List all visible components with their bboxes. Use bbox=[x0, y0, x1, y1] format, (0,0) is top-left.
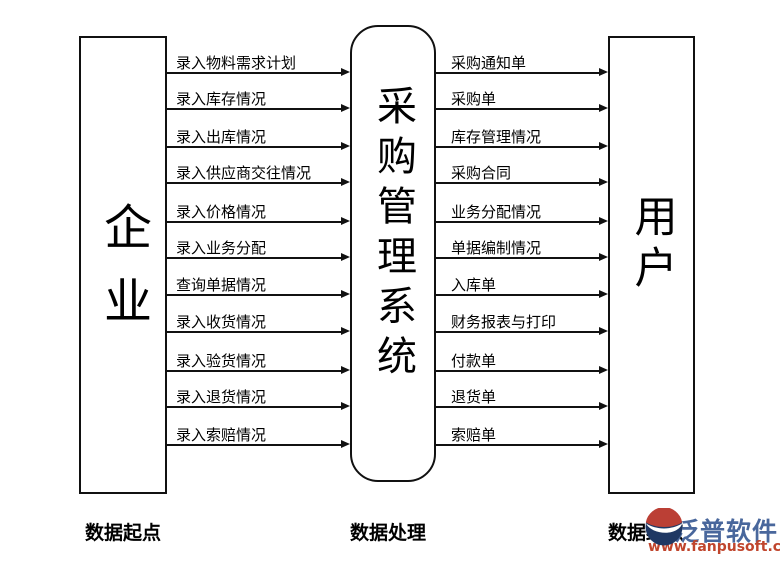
flow-arrow bbox=[166, 327, 350, 335]
flow-arrow bbox=[436, 366, 608, 374]
system-title: 采购管理系统 bbox=[370, 85, 416, 385]
flow-label: 入库单 bbox=[451, 276, 497, 294]
flow-label: 付款单 bbox=[451, 352, 497, 370]
process-box-purchasing-system: 采购管理系统 bbox=[350, 25, 436, 482]
caption-data-start: 数据起点 bbox=[85, 522, 162, 544]
flow-arrow bbox=[436, 440, 608, 448]
flow-arrow bbox=[166, 217, 350, 225]
entity-box-user: 用户 bbox=[608, 36, 695, 494]
flow-arrow bbox=[436, 217, 608, 225]
flow-label: 查询单据情况 bbox=[176, 276, 267, 294]
flow-arrow bbox=[436, 290, 608, 298]
flow-label: 录入库存情况 bbox=[176, 90, 267, 108]
flow-label: 录入验货情况 bbox=[176, 352, 267, 370]
flow-arrow bbox=[166, 253, 350, 261]
entity-box-enterprise: 企业 bbox=[79, 36, 167, 494]
flow-label: 录入出库情况 bbox=[176, 128, 267, 146]
fanpu-logo-icon bbox=[645, 508, 683, 546]
flow-arrow bbox=[436, 142, 608, 150]
flow-arrow bbox=[166, 142, 350, 150]
flow-label: 录入退货情况 bbox=[176, 388, 267, 406]
flow-arrow bbox=[436, 178, 608, 186]
flow-label: 单据编制情况 bbox=[451, 239, 542, 257]
flow-label: 录入物料需求计划 bbox=[176, 54, 297, 72]
flow-arrow bbox=[436, 104, 608, 112]
flow-label: 财务报表与打印 bbox=[451, 313, 557, 331]
flow-label: 库存管理情况 bbox=[451, 128, 542, 146]
enterprise-title: 企业 bbox=[95, 202, 151, 350]
flow-arrow bbox=[166, 104, 350, 112]
flow-label: 录入索赔情况 bbox=[176, 426, 267, 444]
flow-label: 录入业务分配 bbox=[176, 239, 267, 257]
flow-label: 采购通知单 bbox=[451, 54, 527, 72]
flow-arrow bbox=[166, 440, 350, 448]
watermark-brand-text: 泛普软件 bbox=[674, 517, 779, 546]
flow-arrow bbox=[166, 366, 350, 374]
flow-arrow bbox=[436, 68, 608, 76]
flow-label: 退货单 bbox=[451, 388, 497, 406]
flow-label: 采购单 bbox=[451, 90, 497, 108]
flow-arrow bbox=[166, 290, 350, 298]
flow-arrow bbox=[436, 253, 608, 261]
caption-data-process: 数据处理 bbox=[350, 522, 427, 544]
flow-label: 录入收货情况 bbox=[176, 313, 267, 331]
flow-arrow bbox=[166, 402, 350, 410]
flow-arrow bbox=[166, 178, 350, 186]
watermark-url-text: www.fanpusoft.com bbox=[648, 539, 780, 555]
flow-label: 录入价格情况 bbox=[176, 203, 267, 221]
flow-label: 录入供应商交往情况 bbox=[176, 164, 312, 182]
user-title: 用户 bbox=[627, 194, 677, 296]
flow-arrow bbox=[436, 327, 608, 335]
flow-label: 索赔单 bbox=[451, 426, 497, 444]
flow-arrow bbox=[166, 68, 350, 76]
flow-arrow bbox=[436, 402, 608, 410]
flow-label: 业务分配情况 bbox=[451, 203, 542, 221]
flow-label: 采购合同 bbox=[451, 164, 512, 182]
